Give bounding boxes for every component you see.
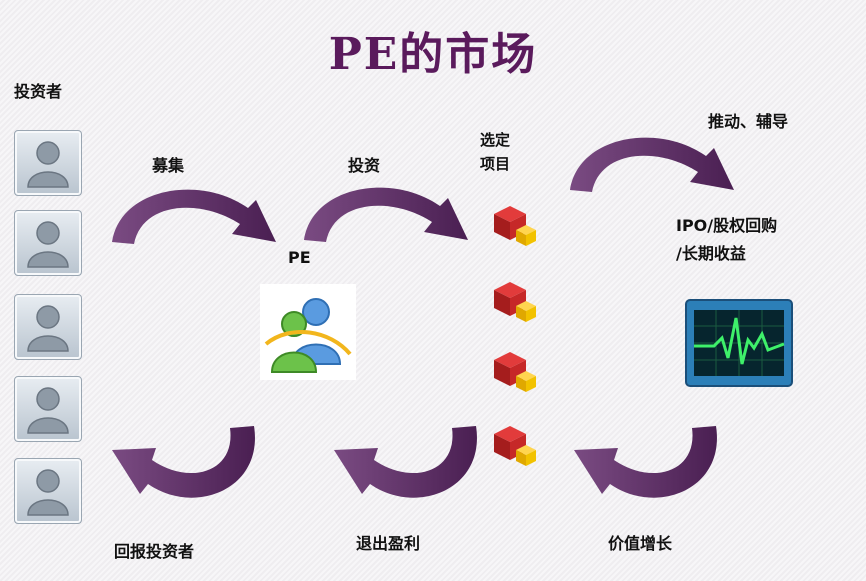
invest-label: 投资 [348, 156, 381, 175]
diagram-title: PE的市场 [328, 29, 538, 80]
project-cube-icon [488, 420, 540, 472]
selected-projects-line: 项目 [480, 155, 511, 173]
growth-monitor-icon [684, 298, 794, 388]
push-label: 推动、辅导 [708, 112, 789, 131]
return-label: 回报投资者 [114, 542, 195, 561]
invest-arrow [304, 187, 468, 242]
pe-users-icon [260, 284, 356, 380]
value-label: 价值增长 [608, 534, 673, 553]
raise-arrow [112, 189, 276, 244]
exit-arrow [334, 426, 477, 498]
investor-person-icon [14, 130, 82, 196]
selected-projects-line: 选定 [480, 131, 511, 149]
project-cube-icon [488, 200, 540, 252]
investor-person-icon [14, 294, 82, 360]
project-cube-icon [488, 276, 540, 328]
raise-label: 募集 [152, 156, 185, 175]
project-cube-icon [488, 346, 540, 398]
return-arrow [112, 426, 255, 498]
investor-person-icon [14, 376, 82, 442]
outcome-line: IPO/股权回购 [676, 216, 778, 235]
investors-label: 投资者 [14, 82, 63, 101]
investor-person-icon [14, 458, 82, 524]
selected-projects-label: 选定 项目 [480, 128, 510, 176]
exit-label: 退出盈利 [356, 534, 421, 553]
outcome-label: IPO/股权回购 /长期收益 [676, 212, 777, 268]
pe-label: PE [288, 248, 311, 267]
investor-person-icon [14, 210, 82, 276]
outcome-line: /长期收益 [676, 244, 746, 263]
push-arrow [570, 137, 734, 192]
value-arrow [574, 426, 717, 498]
